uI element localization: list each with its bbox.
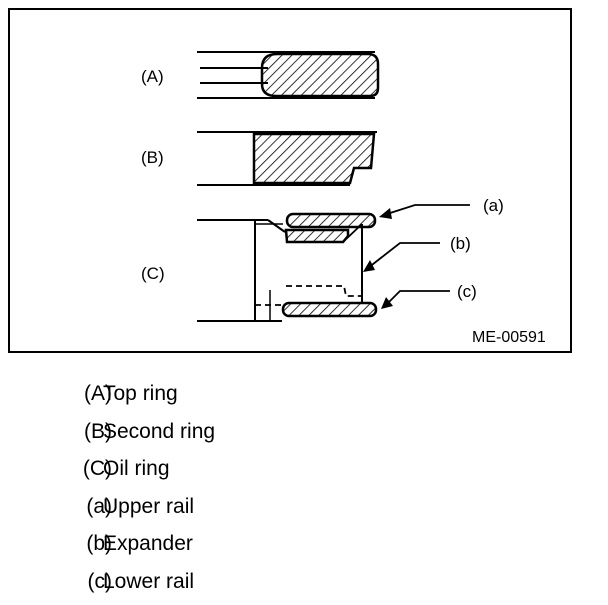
legend-text: Upper rail	[103, 495, 194, 519]
top-ring-section	[197, 52, 378, 98]
top-ring-cross-section	[262, 54, 378, 96]
expander-hidden-line	[286, 286, 362, 296]
figure-id: ME-00591	[472, 329, 546, 346]
legend-item: (c) Lower rail	[40, 568, 440, 605]
label-B: (B)	[141, 148, 164, 167]
oil-ring-chamfer	[268, 220, 285, 232]
second-ring-section	[197, 132, 377, 185]
label-a: (a)	[483, 196, 504, 215]
legend-text: Second ring	[103, 420, 215, 444]
leader-c	[381, 291, 450, 309]
second-ring-cross-section	[254, 134, 374, 183]
legend-item: (a) Upper rail	[40, 493, 440, 531]
oil-ring-section	[197, 214, 376, 321]
legend-text: Oil ring	[103, 457, 170, 481]
label-b: (b)	[450, 234, 471, 253]
arrow-a-icon	[379, 208, 392, 219]
legend-item: (C) Oil ring	[40, 455, 440, 493]
legend: (A) Top ring (B) Second ring (C) Oil rin…	[40, 380, 440, 605]
legend-text: Top ring	[103, 382, 178, 406]
legend-item: (B) Second ring	[40, 418, 440, 456]
label-C: (C)	[141, 264, 165, 283]
legend-item: (b) Expander	[40, 530, 440, 568]
legend-text: Lower rail	[103, 570, 194, 594]
legend-item: (A) Top ring	[40, 380, 440, 418]
arrow-b-icon	[363, 260, 375, 272]
leader-b	[363, 243, 440, 272]
label-A: (A)	[141, 67, 164, 86]
leader-a	[379, 205, 470, 219]
label-c: (c)	[457, 282, 477, 301]
lower-rail	[283, 303, 376, 316]
piston-ring-diagram: (A) (B) (C) (a) (b	[0, 0, 608, 360]
legend-text: Expander	[103, 532, 193, 556]
expander-upper-lip	[286, 230, 348, 242]
